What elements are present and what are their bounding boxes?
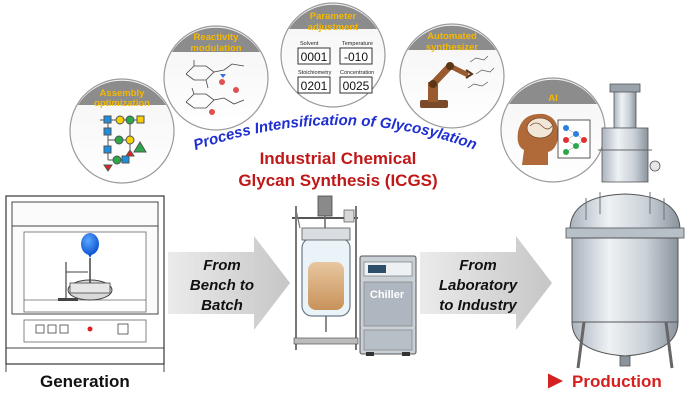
panel-value: -010 (344, 50, 368, 64)
industrial-reactor-illustration (565, 83, 685, 369)
bubble-label-line: synthesizer (426, 42, 479, 53)
bubble-parameter-adjustment: Parameter adjustment Solvent Temperature… (280, 2, 386, 108)
bubble-assembly-optimization: Assembly optimization (69, 78, 175, 184)
fume-hood-illustration (5, 195, 165, 372)
bubble-label-line: Automated (427, 31, 477, 42)
panel-value: 0025 (343, 79, 370, 93)
bubble-label-line: Parameter (310, 11, 357, 22)
bubble-reactivity-modulation: Reactivity modulation (163, 25, 269, 131)
bubble-label-line: modulation (190, 43, 241, 54)
panel-caption: Solvent (300, 41, 319, 47)
arrow-laboratory-to-industry: From Laboratory to Industry (420, 236, 552, 330)
chiller-unit-illustration: Chiller (359, 255, 417, 356)
panel-caption: Temperature (342, 41, 373, 47)
panel-caption: Concentration (340, 70, 374, 76)
brain-network-icon (517, 113, 591, 165)
arrow-label-line: From (459, 257, 497, 274)
bubble-label-line: adjustment (308, 22, 360, 33)
arrow-bench-to-batch: From Bench to Batch (168, 236, 290, 330)
glycan-tree-icon (100, 115, 147, 172)
panel-value: 0201 (301, 79, 328, 93)
bubble-label-line: Reactivity (194, 32, 240, 43)
glycosyl-donor-structures-icon (185, 60, 245, 115)
panel-value: 0001 (301, 50, 328, 64)
jacketed-reactor-illustration (292, 195, 359, 350)
arrow-label-line: Laboratory (439, 277, 518, 294)
parameter-panel-icon: Solvent Temperature 0001 -010 Stoichiome… (297, 41, 374, 94)
arrow-label-line: to Industry (439, 297, 517, 314)
bubble-ai: AI (500, 77, 606, 183)
bubble-automated-synthesizer: Automated synthesizer (399, 23, 505, 129)
panel-caption: Stoichiometry (298, 70, 332, 76)
bubble-label-line: AI (548, 93, 558, 104)
production-label: Production (572, 372, 662, 391)
arrow-label-line: From (203, 257, 241, 274)
chiller-label: Chiller (370, 289, 405, 301)
bubble-label-line: optimization (94, 98, 150, 109)
robot-arm-icon (420, 55, 495, 108)
arrow-label-line: Batch (201, 297, 243, 314)
balloon-icon (81, 233, 99, 255)
generation-label: Generation (40, 372, 130, 391)
bubble-label-line: Assembly (100, 88, 146, 99)
arrow-label-line: Bench to (190, 277, 254, 294)
center-title-line: Industrial Chemical (260, 149, 417, 168)
center-title-line: Glycan Synthesis (ICGS) (238, 171, 437, 190)
